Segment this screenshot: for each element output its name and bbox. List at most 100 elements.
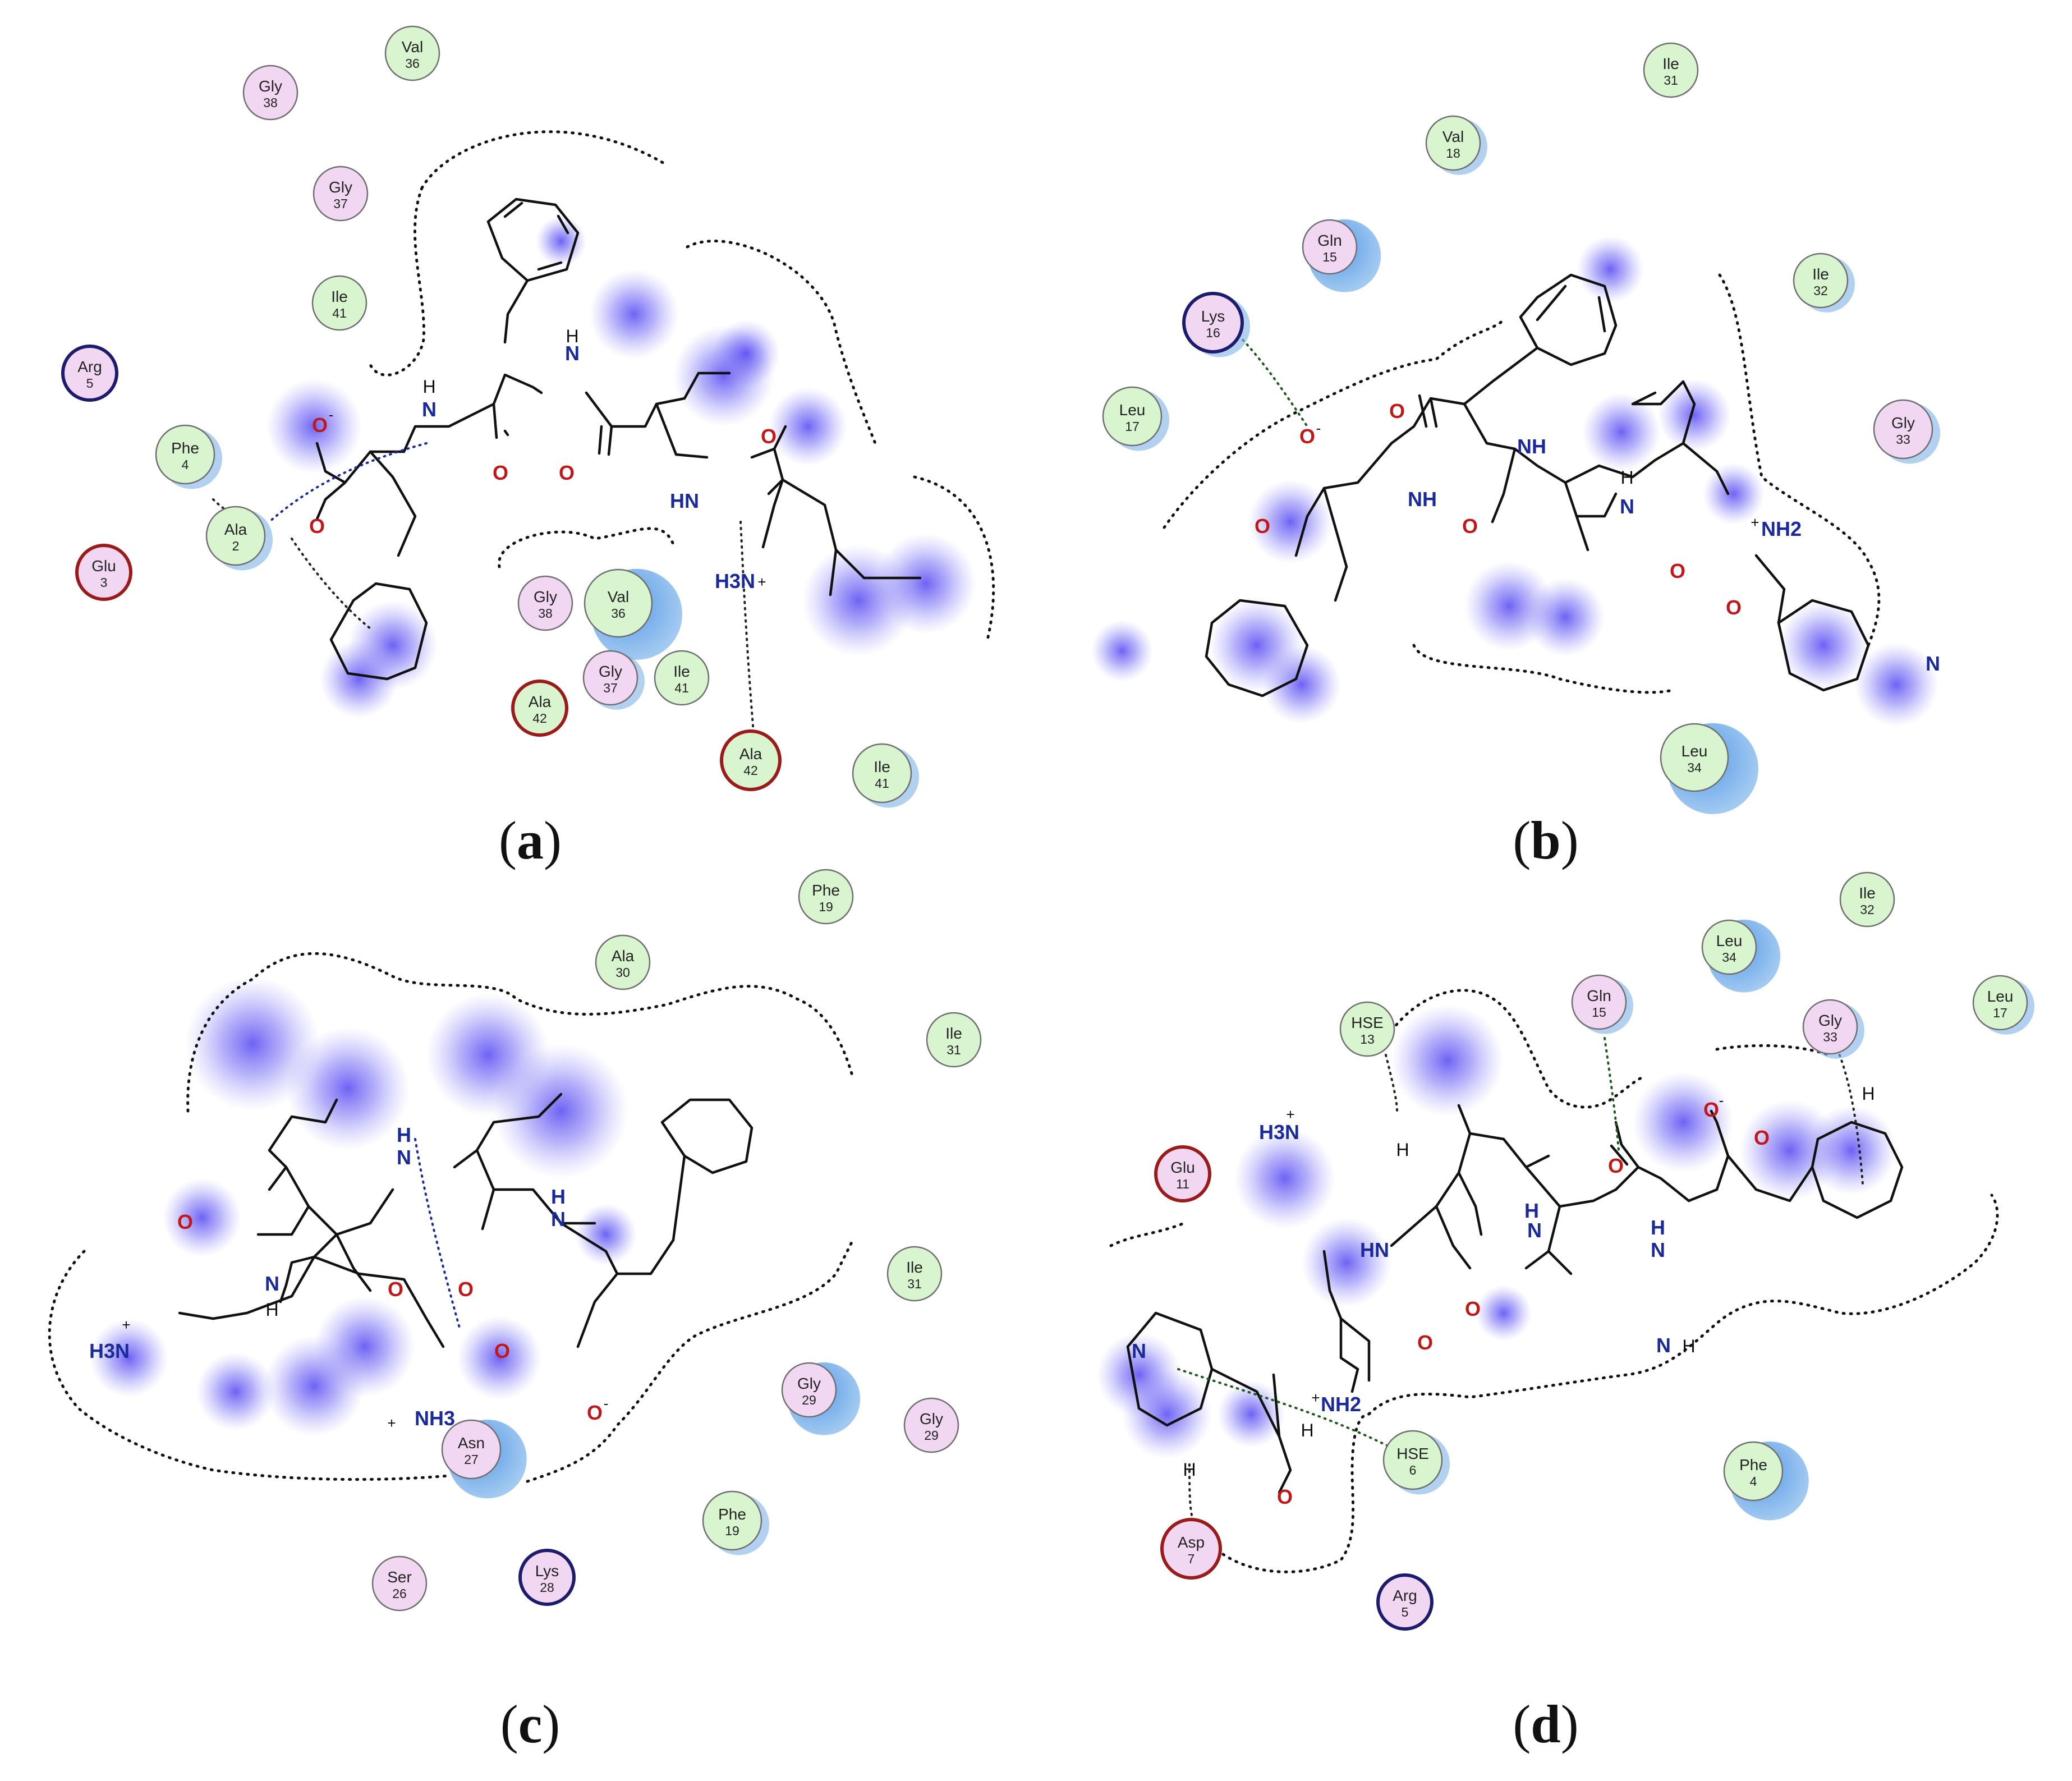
atom-label-o: O: [1255, 515, 1270, 538]
atom-label-h3n: H3N: [1259, 1121, 1299, 1144]
residue-name: Ala: [529, 693, 552, 710]
residue-name: Glu: [1170, 1159, 1195, 1176]
residue-name: Phe: [1739, 1456, 1767, 1474]
exposure-glow: [1234, 1128, 1335, 1229]
panel-label-a: (a): [499, 810, 562, 870]
exposure-glow: [575, 1204, 637, 1265]
atom-label-o: O: [761, 425, 777, 448]
residue-name: HSE: [1396, 1445, 1429, 1462]
atom-label-o: O: [1389, 400, 1405, 423]
atom-label-h: H: [422, 377, 435, 397]
residue-name: Gln: [1587, 987, 1611, 1004]
residue-number: 34: [1722, 950, 1736, 965]
charge-minus: -: [329, 406, 334, 423]
residue-number: 31: [907, 1277, 922, 1291]
exposure-glow: [1122, 1369, 1212, 1459]
exposure-glow: [1262, 645, 1341, 724]
atom-label-n: N: [1656, 1334, 1671, 1357]
residue-number: 41: [332, 306, 347, 320]
residue-name: Ile: [673, 663, 690, 680]
interaction-lines: [212, 330, 1864, 1527]
panel-label-d: (d): [1513, 1694, 1578, 1754]
exposure-glow: [196, 1352, 275, 1431]
residue-number: 17: [1125, 419, 1140, 434]
exposure-glow: [494, 1044, 628, 1178]
residue-number: 28: [540, 1580, 554, 1595]
residue-disc: [781, 1362, 837, 1418]
residue-name: Ile: [906, 1259, 923, 1276]
residue-number: 36: [611, 606, 626, 621]
atom-label-h: H: [1183, 1459, 1196, 1480]
residue-name: Phe: [812, 882, 840, 899]
residue-number: 4: [1750, 1474, 1757, 1489]
atom-label-h: H: [1524, 1199, 1539, 1222]
residue-number: 11: [1176, 1177, 1189, 1191]
atom-label-h: H: [1651, 1216, 1665, 1239]
atom-label-h: H: [566, 326, 578, 346]
atom-label-h: H: [265, 1300, 278, 1320]
residue-name: Val: [1442, 128, 1464, 145]
residue-number: 7: [1188, 1552, 1195, 1566]
residue-disc: [311, 275, 367, 331]
residue-name: Asp: [1178, 1534, 1205, 1551]
atom-label-n: N: [1651, 1238, 1665, 1261]
residue-number: 42: [743, 763, 758, 778]
residue-disc: [1339, 1001, 1395, 1057]
residue-number: 41: [875, 776, 889, 791]
exposure-glow: [1526, 578, 1605, 657]
residue-disc: [1154, 1145, 1211, 1202]
atom-label-h3n: H3N: [89, 1339, 130, 1362]
residue-disc: [1723, 1441, 1784, 1502]
residue-name: Ile: [945, 1025, 962, 1042]
atom-label-nh3: NH3: [415, 1407, 455, 1430]
residue-disc: [654, 650, 710, 706]
atom-label-n: N: [1527, 1219, 1542, 1242]
residue-disc: [1802, 999, 1858, 1055]
atom-label-o: O: [1726, 596, 1742, 619]
residue-disc: [441, 1419, 502, 1480]
atom-label-o: O: [1754, 1126, 1770, 1149]
molecule-bonds: [178, 198, 1904, 1494]
exposure-glow: [1248, 480, 1333, 564]
atom-label-o: O: [1299, 425, 1315, 448]
residue-discs: Gly38Val36Gly37Ile41Arg5Phe4Ala2Glu3Gly3…: [61, 25, 2034, 1631]
residue-number: 19: [819, 899, 833, 914]
atom-label-nh2: NH2: [1321, 1393, 1361, 1416]
atom-label-o: O: [493, 461, 508, 484]
exposure-glow: [713, 320, 780, 387]
panel-label-d-letter: d: [1531, 1694, 1560, 1754]
residue-name: Leu: [1119, 401, 1146, 419]
atom-label-o: O: [559, 461, 575, 484]
residue-name: Arg: [77, 358, 102, 375]
residue-number: 31: [1664, 73, 1678, 88]
exposure-glow: [1854, 642, 1938, 727]
residue-name: Gly: [534, 588, 557, 605]
residue-name: Leu: [1987, 988, 2014, 1005]
residue-number: 31: [947, 1043, 961, 1057]
atom-label-o: O: [1417, 1331, 1433, 1354]
residue-disc: [1376, 1573, 1434, 1631]
atom-label-h: H: [1301, 1420, 1313, 1440]
exposure-glow: [1476, 1285, 1532, 1341]
residue-name: Val: [402, 38, 423, 56]
atom-label-h: H: [1862, 1084, 1875, 1104]
atom-label-o: O: [388, 1278, 403, 1301]
residue-name: Phe: [718, 1505, 746, 1523]
residue-number: 33: [1896, 432, 1910, 447]
atom-label-h: H: [1682, 1336, 1695, 1356]
